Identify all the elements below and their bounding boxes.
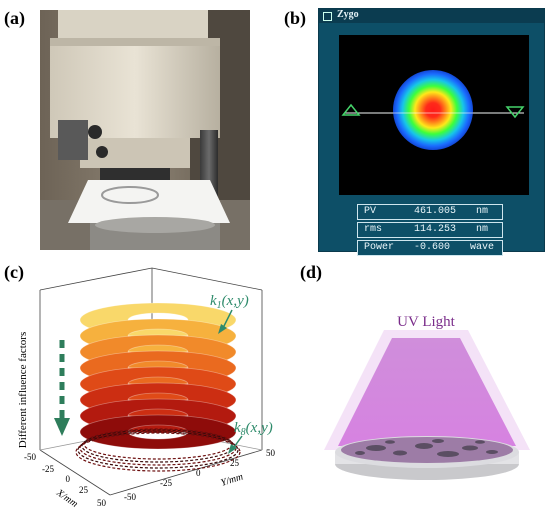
zygo-app-name: Zygo [337,9,359,20]
bottom-texture-ring [77,431,239,469]
y-tick-label: -25 [160,478,172,488]
surface-layers [79,302,237,450]
panel-label-c: (c) [4,262,24,282]
uv-light-label: UV Light [397,314,455,330]
panel-label-d: (d) [300,262,322,282]
x-tick-label: 25 [79,485,89,495]
y-tick-label: 50 [266,448,276,458]
x-tick-label: -50 [24,452,36,462]
x-tick-label: 50 [97,498,107,508]
uv-curing-illustration: UV Light [320,260,545,520]
y-tick-label: -50 [124,492,136,502]
readout-row: Power -0.600 wave [357,240,503,256]
readout-row: PV 461.005 nm [357,204,503,220]
profile-left-marker[interactable] [341,103,361,116]
sample-pattern [355,439,498,457]
y-tick-label: 0 [196,468,201,478]
readout-row: rms 114.253 nm [357,222,503,238]
panel-label-a: (a) [4,8,25,28]
panel-label-b: (b) [284,8,306,28]
sample-surface [341,437,513,463]
y-axis-label: Y/mm [220,471,245,489]
influence-factor-plot-drawing: Different influence factors -50 -25 0 25… [17,267,276,510]
zygo-readouts: PV 461.005 nm rms 114.253 nm Power -0.60… [357,204,503,258]
wavefront-map [339,35,529,195]
zygo-title-bar: Zygo [319,9,544,23]
svg-text:k8(x,y): k8(x,y) [234,420,273,438]
profile-right-marker[interactable] [505,106,525,119]
uv-curing-drawing: UV Light [324,314,530,480]
influence-direction-arrow [54,340,70,436]
annotation-k1: k1(x,y) [210,293,249,334]
x-tick-label: 0 [66,474,71,484]
svg-text:k1(x,y): k1(x,y) [210,293,249,311]
x-tick-label: -25 [42,464,54,474]
annotation-k8: k8(x,y) [228,420,273,454]
interferometer-photo [40,10,250,250]
z-axis-label: Different influence factors [17,332,29,448]
bottom-surface-texture [75,428,241,472]
x-axis-label: X/mm [53,487,79,510]
influence-factor-plot: Different influence factors -50 -25 0 25… [10,260,300,520]
bottom-texture-ring [75,432,241,472]
wavefront-disc [393,70,473,150]
zygo-window: Zygo PV [318,8,545,256]
y-tick-label: 25 [230,458,240,468]
window-menu-icon[interactable] [323,12,332,21]
interferometer-photo-drawing [40,10,250,250]
wavefront-map-drawing [341,70,525,150]
uv-beam [338,338,516,446]
